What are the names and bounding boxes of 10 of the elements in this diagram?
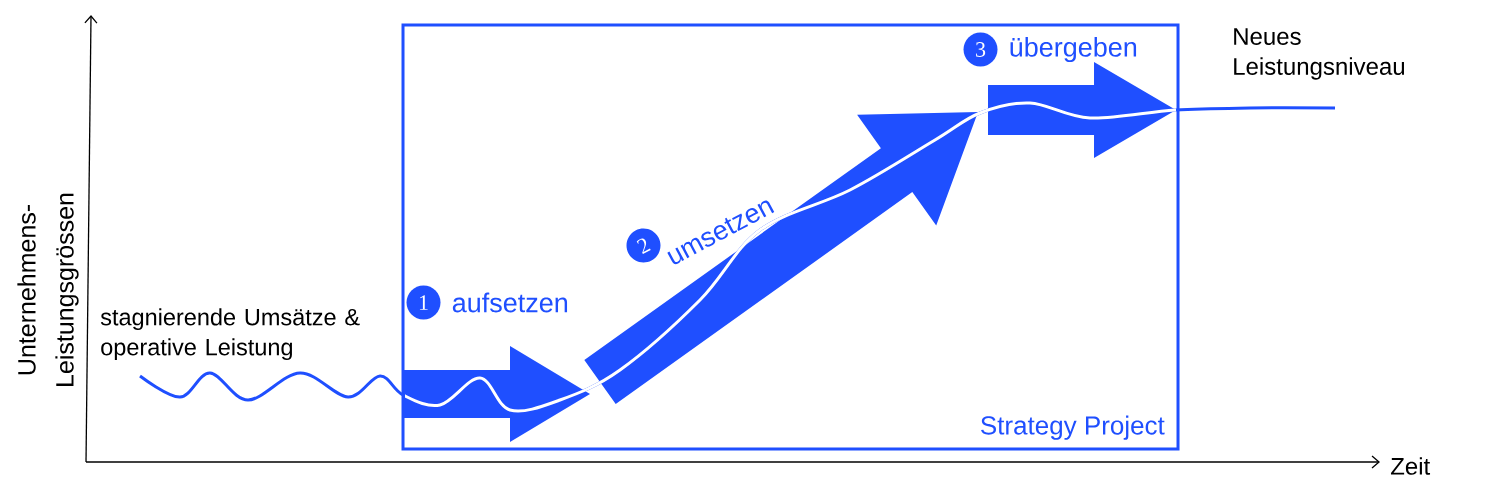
axis-label: Unternehmens- Leistungsgrössen	[17, 193, 79, 386]
annotation: Neues Leistungsniveau	[1234, 28, 1405, 80]
step-number: 3	[963, 32, 998, 67]
step-label: aufsetzen	[452, 292, 568, 313]
frame-title: Strategy Project	[981, 415, 1165, 440]
step-label: übergeben	[1010, 36, 1137, 63]
annotation: stagnierende Umsätze & operative Leistung	[100, 308, 360, 361]
step-number: 2	[626, 228, 661, 263]
axis-label: Zeit	[1391, 457, 1431, 475]
step-number: 1	[406, 285, 441, 320]
